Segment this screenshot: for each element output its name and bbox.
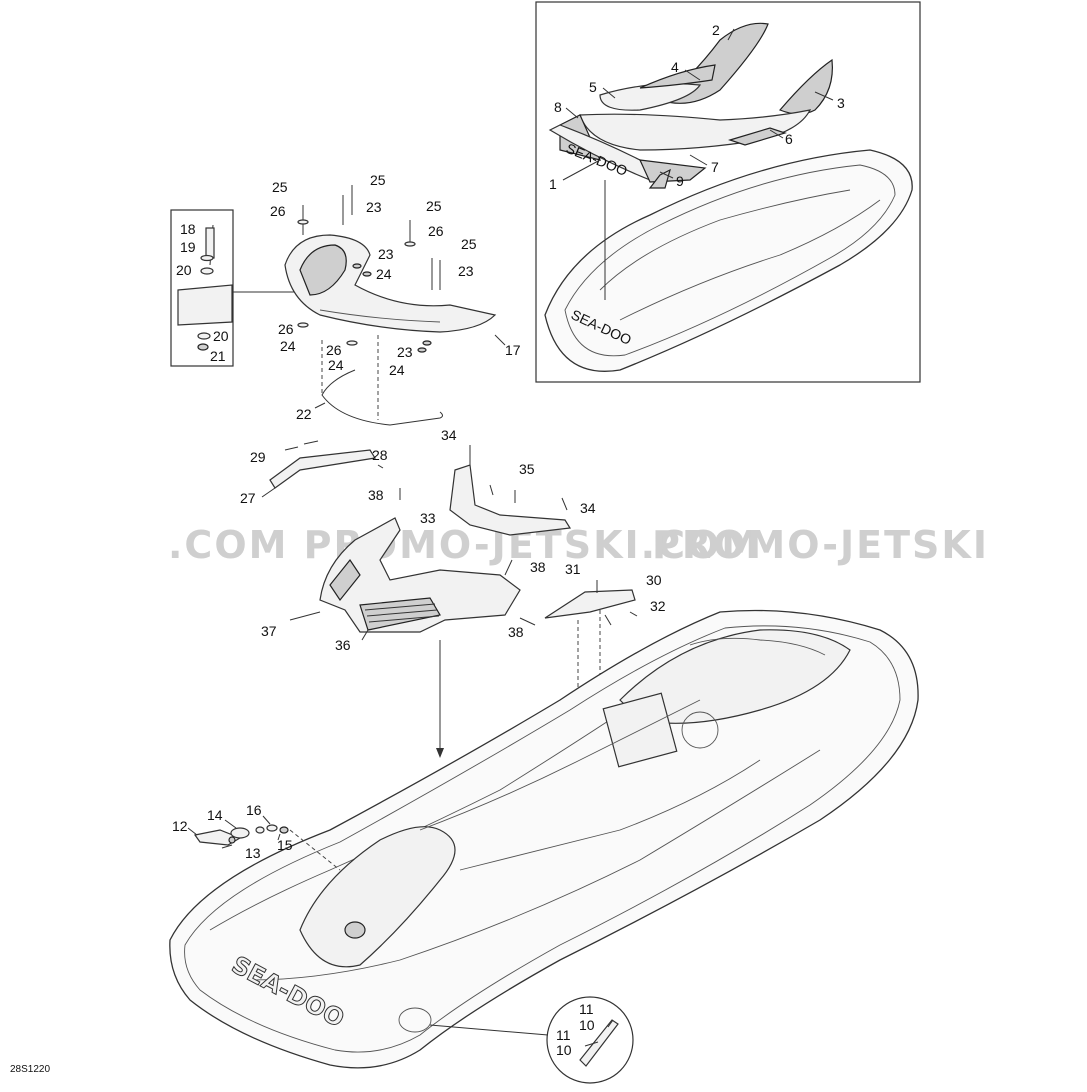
grille-pattern [364,603,440,623]
callout-20a: 20 [176,262,192,278]
callout-25a: 25 [272,179,288,195]
hull-front-storage [619,629,851,724]
callout-24d: 24 [389,362,405,378]
callout-38b: 38 [530,559,546,575]
callout-35: 35 [519,461,535,477]
callout-11b: 11 [556,1027,571,1043]
watermark-left: .COM PROMO-JETSKI.COM [168,523,761,567]
callout-13: 13 [245,845,261,861]
callout-25b: 25 [370,172,386,188]
callout-27: 27 [240,490,256,506]
inset-circle-frame [546,996,634,1084]
callout-4: 4 [671,59,679,75]
part-7-pad [639,159,707,183]
callout-17: 17 [505,342,521,358]
part-27-trim [269,449,376,489]
callout-31: 31 [565,561,581,577]
callout-32: 32 [650,598,666,614]
callout-1: 1 [549,176,557,192]
part-3-strip [778,58,833,115]
bracket-parts: 12 14 16 13 15 [172,802,341,871]
callout-20b: 20 [213,328,229,344]
part-14 [230,827,250,839]
watermark: .COM PROMO-JETSKI.COM PROMO-JETSKI [168,523,989,567]
callout-11a: 11 [579,1001,594,1017]
inset-fastener: 18 19 20 20 21 [170,209,310,367]
callout-16: 16 [246,802,262,818]
callout-26a: 26 [270,203,286,219]
callout-28: 28 [372,447,388,463]
callout-38a: 38 [368,487,384,503]
callout-2: 2 [712,22,720,38]
part-6-strip [728,127,787,146]
callout-21: 21 [210,348,226,364]
callout-30: 30 [646,572,662,588]
inset-circle: 11 10 11 10 [398,996,634,1084]
part-4-strip [639,64,716,89]
callout-15: 15 [277,837,293,853]
main-hull: SEA-DOO [169,609,919,1069]
callout-19: 19 [180,239,196,255]
inset-frame-left [170,209,234,367]
callout-33: 33 [420,510,436,526]
hull-foot-well [299,826,456,968]
callout-7: 7 [711,159,719,175]
inset-frame [535,1,921,383]
part-36-grille [359,597,441,631]
inset-detail [177,284,233,326]
callout-37: 37 [261,623,277,639]
callout-10b: 10 [556,1042,572,1058]
callout-34b: 34 [580,500,596,516]
callout-23c: 23 [458,263,474,279]
callout-23a: 23 [366,199,382,215]
watermark-right: PROMO-JETSKI [652,523,989,567]
part-33-bracket [449,464,572,536]
callout-25c: 25 [426,198,442,214]
callout-24b: 24 [280,338,296,354]
callout-34a: 34 [441,427,457,443]
callout-9: 9 [676,173,684,189]
part-22-cable [321,369,443,426]
callout-14: 14 [207,807,223,823]
part-30-panel [544,589,636,619]
callout-26c: 26 [278,321,294,337]
callout-29: 29 [250,449,266,465]
callout-5: 5 [589,79,597,95]
callout-26b: 26 [428,223,444,239]
callout-8: 8 [554,99,562,115]
callout-12: 12 [172,818,188,834]
callout-10a: 10 [579,1017,595,1033]
callout-23d: 23 [397,344,413,360]
part-5-strip [599,83,702,111]
small-hull [544,149,913,372]
inset-seat-cover: SEA-DOO SEA-DOO 2 4 5 3 8 6 7 9 1 [535,1,921,383]
callout-38c: 38 [508,624,524,640]
reference-code: 28S1220 [10,1064,51,1075]
callout-6: 6 [785,131,793,147]
callout-24c: 24 [328,357,344,373]
callout-25d: 25 [461,236,477,252]
callout-23b: 23 [378,246,394,262]
callout-24a: 24 [376,266,392,282]
grab-handle-assembly: 17 25 25 25 25 26 26 26 26 23 23 23 23 2… [270,172,521,426]
callout-22: 22 [296,406,312,422]
callout-3: 3 [837,95,845,111]
middle-panels: 29 28 27 34 35 34 33 38 38 38 37 36 [240,427,666,880]
callout-36: 36 [335,637,351,653]
callout-18: 18 [180,221,196,237]
callout-26d: 26 [326,342,342,358]
